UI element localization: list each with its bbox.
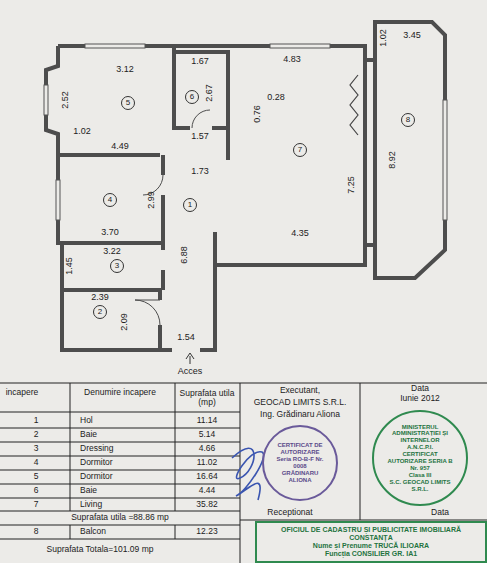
stamp-text: 1 bbox=[188, 200, 192, 209]
stamp-text: Seria RO-B-F Nr. 0008 bbox=[276, 456, 324, 470]
stamp-text: CERTIFICAT AUTORIZARE SERIA B Nr. 957 bbox=[386, 451, 454, 472]
table-cell: Data bbox=[411, 384, 429, 393]
walls bbox=[46, 22, 445, 350]
stamp-text: Nume și Prenume TRUCĂ ILIOARA bbox=[313, 542, 429, 550]
table-cell: 5 bbox=[34, 472, 39, 481]
table-cell: Data bbox=[431, 508, 449, 517]
table-cell: Hol bbox=[80, 416, 93, 425]
table-cell: 6 bbox=[34, 486, 39, 495]
table-cell: Suprafata utila (mp) bbox=[178, 389, 236, 408]
dimension-label: 0.76 bbox=[253, 105, 263, 123]
stamp-text: 4 bbox=[108, 195, 112, 204]
stamp-text: 5 bbox=[126, 98, 130, 107]
table-cell: Baie bbox=[80, 430, 97, 439]
cadastre-stamp: OFICIUL DE CADASTRU ȘI PUBLICITATE IMOBI… bbox=[255, 521, 487, 563]
room-callout: 4 bbox=[103, 193, 117, 207]
stamp-text: Funcția CONSILIER GR. IA1 bbox=[325, 550, 417, 558]
dimension-label: 2.39 bbox=[91, 293, 109, 303]
dimension-label: 4.83 bbox=[283, 55, 301, 65]
dimension-label: 2.52 bbox=[61, 91, 71, 109]
table-cell: Receptionat bbox=[267, 508, 312, 517]
table-cell: Balcon bbox=[80, 527, 106, 536]
dimension-label: 2.99 bbox=[147, 191, 157, 209]
windows bbox=[44, 44, 447, 220]
stamp-text: MINISTERUL ADMINISTRAȚIEI ȘI INTERNELOR bbox=[386, 424, 454, 445]
room-callout: 3 bbox=[110, 259, 124, 273]
table-cell: Iunie 2012 bbox=[400, 394, 440, 403]
dimension-label: 2.67 bbox=[205, 84, 215, 102]
dimension-label: 6.88 bbox=[180, 246, 190, 264]
dimension-label: 1.45 bbox=[65, 257, 75, 275]
table-cell: Suprafata Totala=101.09 mp bbox=[47, 545, 154, 554]
table-cell: 4.44 bbox=[199, 486, 216, 495]
round-stamp: CERTIFICAT DE AUTORIZARESeria RO-B-F Nr.… bbox=[262, 425, 338, 501]
table-cell: 5.14 bbox=[199, 430, 216, 439]
access-arrow bbox=[186, 353, 194, 364]
dimension-label: 1.02 bbox=[379, 29, 389, 47]
stamp-text: 8 bbox=[406, 115, 410, 124]
dimension-label: 4.35 bbox=[291, 229, 309, 239]
table-cell: incapere bbox=[6, 388, 39, 397]
table-cell: 16.64 bbox=[196, 472, 217, 481]
table-cell: 2 bbox=[34, 430, 39, 439]
table-cell: Suprafata utila =88.86 mp bbox=[71, 513, 169, 522]
room-callout: 6 bbox=[185, 90, 199, 104]
table-cell: 8 bbox=[34, 527, 39, 536]
room-callout: 8 bbox=[401, 113, 415, 127]
room-callout: 5 bbox=[121, 96, 135, 110]
table-cell: Living bbox=[80, 500, 102, 509]
table-cell: Dormitor bbox=[80, 458, 113, 467]
dimension-label: 1.57 bbox=[191, 132, 209, 142]
stamp-text: GRĂDINARU ALIONA bbox=[276, 470, 324, 484]
dimension-label: 1.67 bbox=[191, 57, 209, 67]
table-cell: Dressing bbox=[80, 444, 114, 453]
dimension-label: Acces bbox=[178, 367, 203, 377]
dimension-label: 1.54 bbox=[177, 333, 195, 343]
table-cell: 12.23 bbox=[196, 527, 217, 536]
dimension-label: 1.02 bbox=[73, 127, 91, 137]
stamp-text: 3 bbox=[115, 261, 119, 270]
dimension-label: 3.45 bbox=[403, 31, 421, 41]
stamp-text: Clasa III bbox=[409, 472, 432, 479]
dimension-label: 3.12 bbox=[116, 65, 134, 75]
dimension-label: 3.70 bbox=[101, 228, 119, 238]
table-cell: GEOCAD LIMITS S.R.L. bbox=[254, 398, 347, 407]
table-cell: 3 bbox=[34, 444, 39, 453]
table-cell: Baie bbox=[80, 486, 97, 495]
dimension-label: 4.49 bbox=[111, 142, 129, 152]
room-callout: 7 bbox=[293, 143, 307, 157]
table-cell: 4 bbox=[34, 458, 39, 467]
table-grid bbox=[0, 383, 487, 563]
dimension-label: 1.73 bbox=[191, 167, 209, 177]
room-callout: 1 bbox=[183, 198, 197, 212]
radiator bbox=[350, 75, 358, 135]
room-callout: 2 bbox=[93, 305, 107, 319]
dimension-label: 2.09 bbox=[120, 313, 130, 331]
dimension-label: 3.22 bbox=[103, 247, 121, 257]
stamp-text: A.N.C.P.I. bbox=[407, 444, 433, 451]
stamp-text: OFICIUL DE CADASTRU ȘI PUBLICITATE IMOBI… bbox=[261, 526, 481, 542]
stamp-text: 7 bbox=[298, 145, 302, 154]
table-cell: Denumire incapere bbox=[84, 388, 156, 397]
table-cell: 1 bbox=[34, 416, 39, 425]
table-cell: Dormitor bbox=[80, 472, 113, 481]
stamp-text: 6 bbox=[190, 92, 194, 101]
table-cell: 11.14 bbox=[197, 416, 218, 425]
dimension-label: 0.28 bbox=[267, 93, 285, 103]
table-cell: 4.66 bbox=[199, 444, 216, 453]
dimension-label: 8.92 bbox=[388, 151, 398, 169]
stamp-text: CERTIFICAT DE AUTORIZARE bbox=[276, 442, 324, 456]
table-cell: 11.02 bbox=[197, 458, 218, 467]
table-cell: 35.82 bbox=[196, 500, 217, 509]
stamp-text: S.C. GEOCAD LIMITS S.R.L. bbox=[386, 479, 454, 493]
signature bbox=[232, 448, 264, 500]
table-cell: Executant, bbox=[280, 386, 320, 395]
table-cell: 7 bbox=[34, 500, 39, 509]
round-stamp: MINISTERUL ADMINISTRAȚIEI ȘI INTERNELORA… bbox=[372, 410, 468, 506]
door-swings bbox=[135, 110, 210, 325]
table-cell: Ing. Grădinaru Aliona bbox=[260, 410, 340, 419]
stamp-text: 2 bbox=[98, 307, 102, 316]
dimension-label: 7.25 bbox=[347, 176, 357, 194]
